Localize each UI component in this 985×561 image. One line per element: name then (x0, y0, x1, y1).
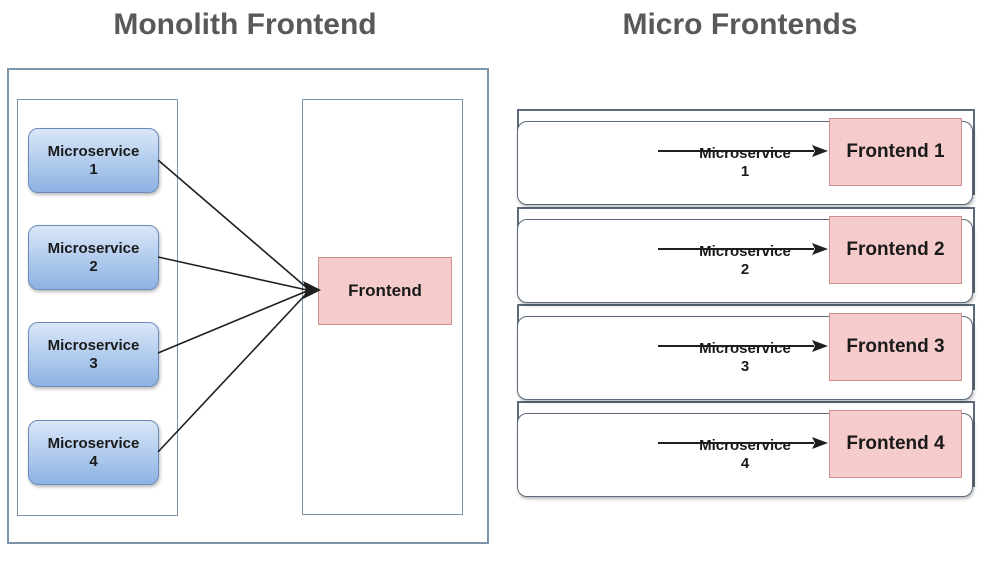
micro-frontend-3-box: Frontend 3 (829, 313, 962, 381)
monolith-microservice-1-box: Microservice 1 (28, 128, 159, 193)
microservice-label: Microservice (47, 434, 140, 452)
frontend-label: Frontend 3 (846, 336, 945, 357)
microservice-label: Microservice (699, 145, 791, 162)
monolith-microservice-2-box: Microservice 2 (28, 225, 159, 290)
microservice-number: 3 (740, 358, 750, 375)
microservice-number: 4 (740, 455, 750, 472)
frontend-label: Frontend 2 (846, 239, 945, 260)
microservice-label: Microservice (47, 336, 140, 354)
monolith-title: Monolith Frontend (113, 8, 377, 41)
microservice-label: Microservice (699, 340, 791, 357)
micro-frontend-1-box: Frontend 1 (829, 118, 962, 186)
microservice-number: 1 (89, 160, 98, 178)
microservice-number: 4 (89, 452, 98, 470)
microservice-label: Microservice (47, 239, 140, 257)
micro-frontend-2-box: Frontend 2 (829, 216, 962, 284)
monolith-frontend-box: Frontend (318, 257, 452, 325)
microservice-label: Microservice (699, 437, 791, 454)
frontend-label: Frontend (348, 281, 422, 300)
monolith-microservice-4-box: Microservice 4 (28, 420, 159, 485)
microservice-number: 2 (89, 257, 98, 275)
microservice-label: Microservice (47, 142, 140, 160)
micro-title: Micro Frontends (622, 8, 858, 41)
frontend-label: Frontend 1 (846, 141, 945, 162)
microservice-number: 2 (740, 261, 750, 278)
microservice-label: Microservice (699, 243, 791, 260)
microservice-number: 1 (740, 163, 750, 180)
frontend-label: Frontend 4 (846, 433, 945, 454)
monolith-microservice-3-box: Microservice 3 (28, 322, 159, 387)
microservice-number: 3 (89, 354, 98, 372)
micro-frontend-4-box: Frontend 4 (829, 410, 962, 478)
